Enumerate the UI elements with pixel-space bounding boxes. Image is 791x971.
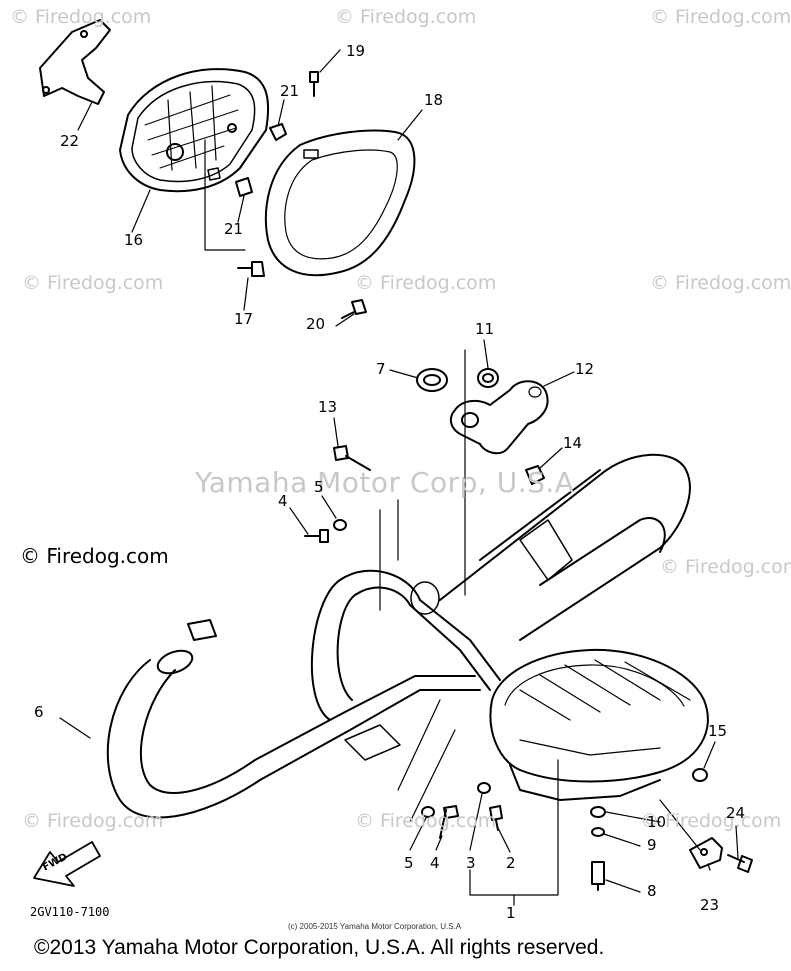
watermark: © Firedog.com xyxy=(640,810,782,832)
callout-5-lower: 5 xyxy=(404,854,414,872)
small-copyright: (c) 2005-2015 Yamaha Motor Corporation, … xyxy=(288,922,462,931)
watermark-dark: © Firedog.com xyxy=(20,544,169,568)
washer-9 xyxy=(591,827,605,837)
callout-22: 22 xyxy=(60,132,80,150)
upper-muffler xyxy=(439,453,691,641)
bolt-8 xyxy=(591,861,605,891)
callout-14: 14 xyxy=(563,434,583,452)
washer-10 xyxy=(590,806,606,818)
callout-5-upper: 5 xyxy=(314,478,324,496)
watermark: © Firedog.com xyxy=(22,810,164,832)
callout-10: 10 xyxy=(647,813,667,831)
washer-5-upper xyxy=(333,519,347,531)
watermark: © Firedog.com xyxy=(660,556,791,578)
callout-4-lower: 4 xyxy=(430,854,440,872)
callout-19: 19 xyxy=(346,42,366,60)
gasket-flange xyxy=(187,619,217,641)
nut-15 xyxy=(692,768,708,782)
bolt-13 xyxy=(333,445,371,471)
part-code: 2GV110-7100 xyxy=(30,905,110,919)
air-cleaner-bracket xyxy=(39,19,111,105)
gasket-7 xyxy=(416,368,448,392)
callout-6: 6 xyxy=(34,703,44,721)
callout-15: 15 xyxy=(708,722,728,740)
nut-14 xyxy=(525,465,545,485)
callout-21-lower: 21 xyxy=(224,220,244,238)
callout-2: 2 xyxy=(506,854,516,872)
watermark: © Firedog.com xyxy=(355,810,497,832)
callout-24: 24 xyxy=(726,804,746,822)
callout-12: 12 xyxy=(575,360,595,378)
callout-18: 18 xyxy=(424,91,444,109)
bolt-24 xyxy=(727,854,753,873)
washer-5-lower xyxy=(421,806,435,818)
callout-8: 8 xyxy=(647,882,657,900)
watermark: © Firedog.com xyxy=(10,6,152,28)
clip-21-lower xyxy=(207,167,253,197)
watermark: © Firedog.com xyxy=(335,6,477,28)
leader-lines xyxy=(59,49,739,906)
watermark: © Firedog.com xyxy=(355,272,497,294)
bolt-4-upper xyxy=(304,529,329,543)
footer-copyright: ©2013 Yamaha Motor Corporation, U.S.A. A… xyxy=(34,936,605,959)
callout-7: 7 xyxy=(376,360,386,378)
callout-1: 1 xyxy=(506,904,516,922)
air-cleaner-cover xyxy=(265,129,416,277)
callout-11: 11 xyxy=(475,320,495,338)
bracket-23 xyxy=(689,837,723,869)
screw-19 xyxy=(309,71,319,97)
watermark: © Firedog.com xyxy=(22,272,164,294)
callout-13: 13 xyxy=(318,398,338,416)
exhaust-pipe-front xyxy=(106,649,481,819)
callout-23: 23 xyxy=(700,896,720,914)
watermark: © Firedog.com xyxy=(650,6,791,28)
lower-muffler xyxy=(489,648,709,801)
callout-16: 16 xyxy=(124,231,144,249)
washer-3 xyxy=(477,782,491,794)
callout-17: 17 xyxy=(234,310,254,328)
exhaust-pipe-rear xyxy=(310,569,501,721)
gasket-11 xyxy=(477,368,499,388)
screw-17 xyxy=(237,261,265,277)
callout-21-upper: 21 xyxy=(280,82,300,100)
watermark: © Firedog.com xyxy=(650,272,791,294)
screw-20 xyxy=(341,299,367,319)
callout-3: 3 xyxy=(466,854,476,872)
fwd-arrow xyxy=(33,841,101,887)
center-watermark: Yamaha Motor Corp, U.S.A xyxy=(195,466,575,499)
callout-4-upper: 4 xyxy=(278,492,288,510)
callout-20: 20 xyxy=(306,315,326,333)
callout-9: 9 xyxy=(647,836,657,854)
air-cleaner-case xyxy=(119,68,270,193)
elbow-pipe-12 xyxy=(449,380,549,455)
bolt-4-lower xyxy=(439,805,459,839)
